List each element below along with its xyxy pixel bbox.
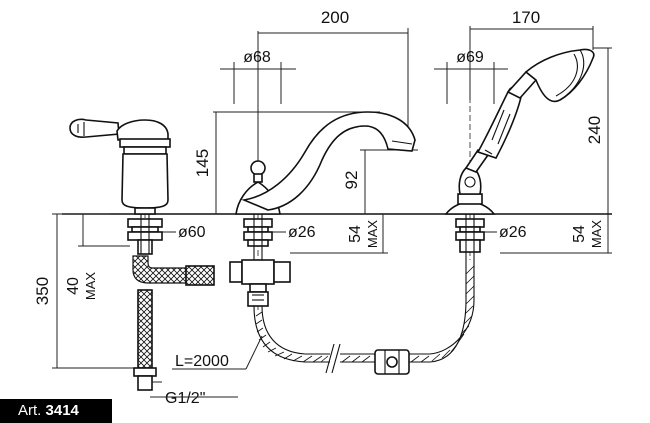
dimension-diameter-26-shower-label: ø26 (499, 224, 527, 241)
dimension-54-shower-max: MAX (589, 220, 604, 249)
dimension-diameter-60: ø60 (160, 224, 206, 241)
article-prefix: Art. (18, 402, 42, 419)
shower-hose (253, 258, 475, 375)
dimension-145-label: 145 (193, 149, 212, 177)
article-number: 3414 (45, 402, 79, 419)
dimension-54-spout-max: MAX (365, 220, 380, 249)
article-number-badge: Art. 3414 (0, 399, 112, 423)
dimension-170-label: 170 (512, 8, 540, 27)
dimension-54-shower-label: 54 (571, 225, 588, 243)
dimension-54-shower: 54 MAX (500, 214, 612, 254)
dimension-92-label: 92 (342, 171, 361, 190)
spout (229, 111, 416, 307)
dimension-diameter-68-label: ø68 (243, 49, 271, 66)
dimension-350-label: 350 (33, 277, 52, 305)
dimension-145: 145 (193, 111, 380, 214)
dimension-240: 240 (585, 47, 612, 214)
dimension-54-spout-label: 54 (347, 225, 364, 243)
dimension-diameter-26-shower: ø26 (483, 224, 527, 241)
dimension-40: 40 MAX (65, 214, 130, 300)
dimension-40-max: MAX (83, 272, 98, 301)
hose-length-leader-arrow (245, 335, 263, 370)
dimension-92: 92 (342, 149, 418, 214)
dimension-170: 170 (469, 8, 594, 100)
dimension-200: 200 (257, 8, 409, 213)
supply-hose (133, 289, 162, 391)
dimension-diameter-69: ø69 (434, 49, 508, 104)
dimension-diameter-68: ø68 (220, 49, 296, 104)
dimension-240-label: 240 (585, 116, 604, 144)
hose-length-label: L=2000 (175, 353, 229, 370)
dimension-350: 350 (33, 213, 140, 369)
dimension-diameter-69-label: ø69 (456, 49, 484, 66)
dimension-54-spout: 54 MAX (290, 214, 388, 254)
hand-shower (444, 48, 595, 258)
dimension-200-label: 200 (321, 8, 349, 27)
mixer-valve (69, 118, 215, 286)
dimension-diameter-60-label: ø60 (178, 224, 206, 241)
dimension-diameter-26-spout: ø26 (270, 224, 316, 241)
dimension-40-label: 40 (65, 277, 82, 295)
connection-thread-label: G1/2" (165, 390, 205, 407)
dimension-diameter-26-spout-label: ø26 (288, 224, 316, 241)
